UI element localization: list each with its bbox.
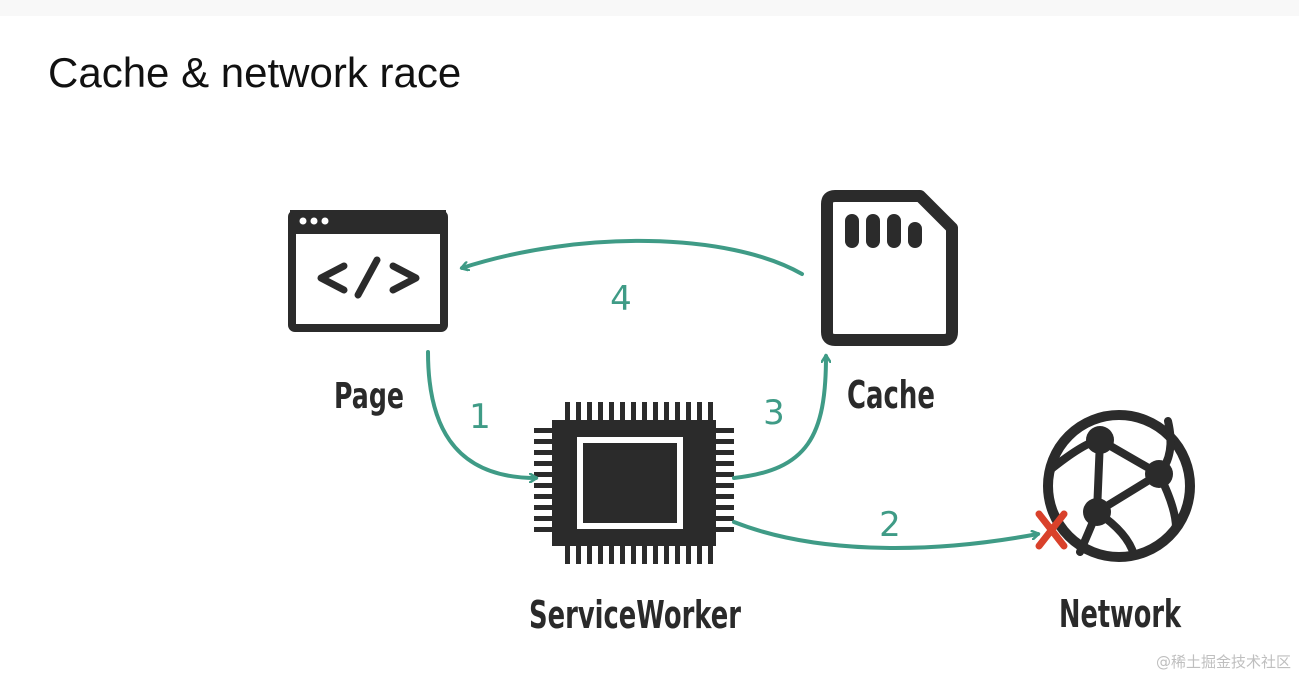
network-label: Network: [1059, 592, 1181, 636]
cpu-chip-icon: [534, 402, 734, 564]
step-label-2: 2: [879, 505, 901, 545]
slide-title: Cache & network race: [48, 49, 462, 96]
serviceworker-label: ServiceWorker: [529, 593, 741, 637]
cache-label: Cache: [847, 373, 935, 417]
arrow-cache-to-page: [462, 238, 804, 276]
top-band: [0, 0, 1299, 16]
failure-x-icon: [1035, 510, 1068, 550]
step-label-1: 1: [469, 397, 491, 437]
watermark: @稀土掘金技术社区: [1155, 653, 1291, 671]
step-label-4: 4: [610, 279, 632, 319]
step-label-3: 3: [763, 393, 785, 433]
arrow-serviceworker-to-cache: [732, 356, 826, 480]
arrow-page-to-serviceworker: [426, 350, 536, 478]
arrow-serviceworker-to-network: [732, 520, 1038, 550]
sd-card-icon: [821, 190, 958, 346]
browser-code-icon: [288, 210, 448, 332]
globe-network-icon: [1043, 410, 1195, 562]
page-label: Page: [334, 376, 404, 417]
